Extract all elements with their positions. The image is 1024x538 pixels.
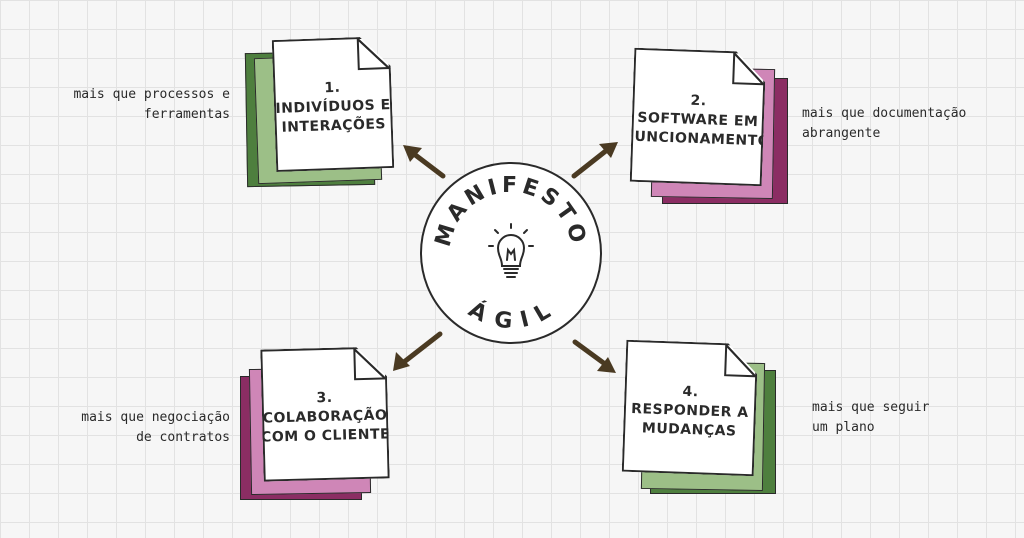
lightbulb-icon	[488, 223, 534, 278]
comparison-line-1: mais que documentação	[802, 106, 967, 121]
center-title-graphic: MANIFESTO ÁGIL	[431, 173, 587, 335]
folded-corner-icon	[733, 53, 764, 84]
card-number: 3.	[316, 389, 333, 406]
card-title-line-2: MUDANÇAS	[641, 419, 737, 440]
card-front-paper: 4. RESPONDER A MUDANÇAS	[622, 340, 759, 477]
center-title-bottom: ÁGIL	[464, 296, 558, 334]
card-front-paper: 3. COLABORAÇÃO COM O CLIENTE	[260, 346, 389, 481]
card-number: 1.	[324, 79, 341, 96]
value-3-comparison: mais que negociação de contratos	[40, 408, 230, 448]
card-title-line-2: COM O CLIENTE	[260, 425, 391, 446]
value-2-comparison: mais que documentação abrangente	[802, 104, 1002, 144]
comparison-line-1: mais que seguir	[812, 400, 930, 415]
folded-corner-icon	[358, 38, 389, 69]
card-front-paper: 2. SOFTWARE EM FUNCIONAMENTO	[630, 48, 767, 187]
card-front-paper: 1. INDIVÍDUOS E INTERAÇÕES	[272, 36, 395, 172]
card-number: 4.	[682, 383, 699, 400]
arrow-to-value-4	[572, 339, 616, 373]
value-card-2: 2. SOFTWARE EM FUNCIONAMENTO	[628, 48, 790, 206]
card-title-line-2: INTERAÇÕES	[281, 115, 387, 136]
folded-corner-icon	[725, 345, 756, 376]
comparison-line-2: um plano	[812, 420, 875, 435]
comparison-line-2: abrangente	[802, 126, 881, 141]
comparison-line-1: mais que processos e	[73, 87, 230, 102]
value-4-comparison: mais que seguir um plano	[812, 398, 1002, 438]
value-card-3: 3. COLABORAÇÃO COM O CLIENTE	[236, 346, 392, 502]
value-card-4: 4. RESPONDER A MUDANÇAS	[620, 340, 780, 498]
center-title-bottom-text: ÁGIL	[464, 296, 554, 334]
card-number: 2.	[690, 92, 707, 109]
value-1-comparison: mais que processos e ferramentas	[40, 85, 230, 125]
folded-corner-icon	[354, 348, 385, 379]
card-title-line-2: FUNCIONAMENTO	[624, 127, 771, 150]
comparison-line-1: mais que negociação	[81, 410, 230, 425]
comparison-line-2: ferramentas	[143, 107, 230, 122]
value-card-1: 1. INDIVÍDUOS E INTERAÇÕES	[244, 36, 394, 188]
comparison-line-2: de contratos	[136, 430, 230, 445]
